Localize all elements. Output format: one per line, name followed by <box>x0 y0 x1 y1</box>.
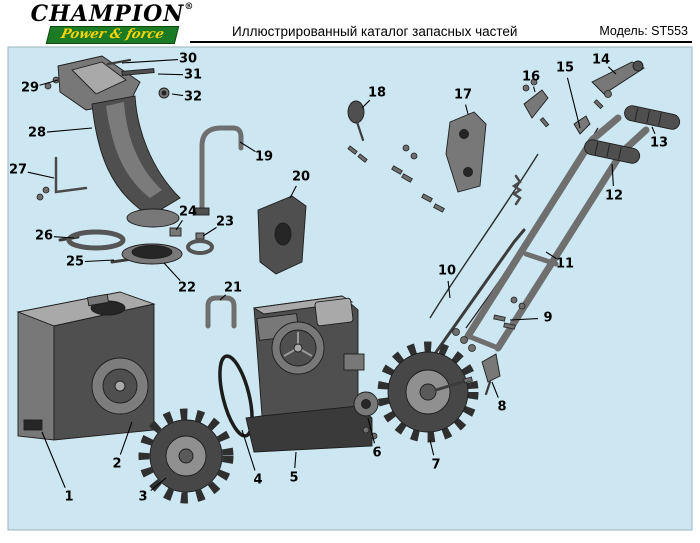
leader-line-18 <box>361 99 371 109</box>
leader-line-8 <box>491 381 499 398</box>
callout-15: 15 <box>556 61 574 76</box>
callout-28: 28 <box>28 126 46 141</box>
control-levers <box>511 78 591 206</box>
callout-2: 2 <box>112 457 121 472</box>
chute-ring-gear <box>58 227 214 265</box>
page-title: Иллюстрированный каталог запасных частей <box>232 24 518 39</box>
handle-grip-right <box>624 105 681 130</box>
logo-wordmark: CHAMPION® <box>30 1 195 27</box>
leader-line-30 <box>121 59 179 64</box>
callout-17: 17 <box>454 88 472 103</box>
leader-line-10 <box>447 280 451 299</box>
leader-line-23 <box>202 226 217 237</box>
wheel-right <box>377 341 479 443</box>
axle-bracket <box>481 353 501 396</box>
leader-line-25 <box>84 259 115 263</box>
leader-line-28 <box>46 127 93 133</box>
leader-line-13 <box>651 126 656 135</box>
chute-crank-lever <box>591 60 645 110</box>
callout-24: 24 <box>179 205 197 220</box>
engine <box>245 295 380 453</box>
callout-19: 19 <box>255 150 273 165</box>
callout-21: 21 <box>224 281 242 296</box>
leader-line-5 <box>294 451 297 469</box>
callout-1: 1 <box>64 490 73 505</box>
header-divider <box>190 41 692 43</box>
leader-line-26 <box>53 236 75 239</box>
callout-30: 30 <box>179 52 197 67</box>
loop-handle <box>194 125 244 216</box>
handle-grip-left <box>584 139 641 164</box>
callout-9: 9 <box>543 311 552 326</box>
logo-name: CHAMPION <box>30 1 185 27</box>
leader-line-2 <box>119 421 133 455</box>
leader-line-16 <box>533 86 536 93</box>
callout-23: 23 <box>216 215 234 230</box>
leader-line-22 <box>163 262 181 282</box>
callout-14: 14 <box>592 53 610 68</box>
callout-16: 16 <box>522 70 540 85</box>
callout-29: 29 <box>21 81 39 96</box>
discharge-chute <box>91 95 181 228</box>
shift-knob <box>347 100 413 183</box>
leader-line-32 <box>171 93 184 97</box>
callout-6: 6 <box>372 446 381 461</box>
leader-line-15 <box>566 77 581 129</box>
leader-line-27 <box>27 171 55 179</box>
mount-bracket <box>402 111 487 213</box>
chute-deflector <box>44 55 170 111</box>
callout-20: 20 <box>292 170 310 185</box>
leader-line-12 <box>611 163 614 187</box>
callout-22: 22 <box>178 281 196 296</box>
leader-line-7 <box>429 439 435 456</box>
leader-line-1 <box>41 431 66 488</box>
callout-11: 11 <box>556 257 574 272</box>
wheel-left <box>138 408 234 504</box>
leader-line-3 <box>150 477 167 492</box>
auger-housing <box>16 291 156 441</box>
leader-line-31 <box>157 73 184 76</box>
callout-31: 31 <box>184 68 202 83</box>
leader-line-9 <box>509 317 539 321</box>
callout-4: 4 <box>253 473 262 488</box>
leader-line-11 <box>545 251 557 260</box>
control-cable-icon <box>429 153 539 319</box>
callout-32: 32 <box>184 90 202 105</box>
leader-line-14 <box>607 66 617 75</box>
fastener-hardware <box>452 296 526 352</box>
leader-line-19 <box>239 141 256 153</box>
callout-25: 25 <box>66 255 84 270</box>
callout-8: 8 <box>497 400 506 415</box>
drive-belt <box>218 354 254 438</box>
page-header: CHAMPION® Power & force Иллюстрированный… <box>0 0 700 46</box>
callout-26: 26 <box>35 229 53 244</box>
leader-line-21 <box>219 294 227 301</box>
callout-13: 13 <box>650 136 668 151</box>
callout-10: 10 <box>438 264 456 279</box>
callout-3: 3 <box>138 490 147 505</box>
leader-line-17 <box>465 104 469 115</box>
model-label: Модель: ST553 <box>599 24 688 38</box>
leader-line-24 <box>175 220 183 231</box>
wire-bracket <box>36 156 88 201</box>
leader-line-29 <box>39 79 59 86</box>
registered-mark: ® <box>184 2 195 12</box>
callout-7: 7 <box>431 458 440 473</box>
chute-base-bracket <box>257 195 307 275</box>
callout-5: 5 <box>289 471 298 486</box>
leader-line-6 <box>367 417 376 444</box>
leader-line-20 <box>289 185 297 199</box>
exploded-parts <box>16 55 681 504</box>
leader-line-4 <box>241 429 256 471</box>
callout-27: 27 <box>9 163 27 178</box>
callout-18: 18 <box>368 86 386 101</box>
u-bracket <box>205 295 237 329</box>
callout-12: 12 <box>605 189 623 204</box>
champion-logo: CHAMPION® Power & force <box>30 1 195 45</box>
